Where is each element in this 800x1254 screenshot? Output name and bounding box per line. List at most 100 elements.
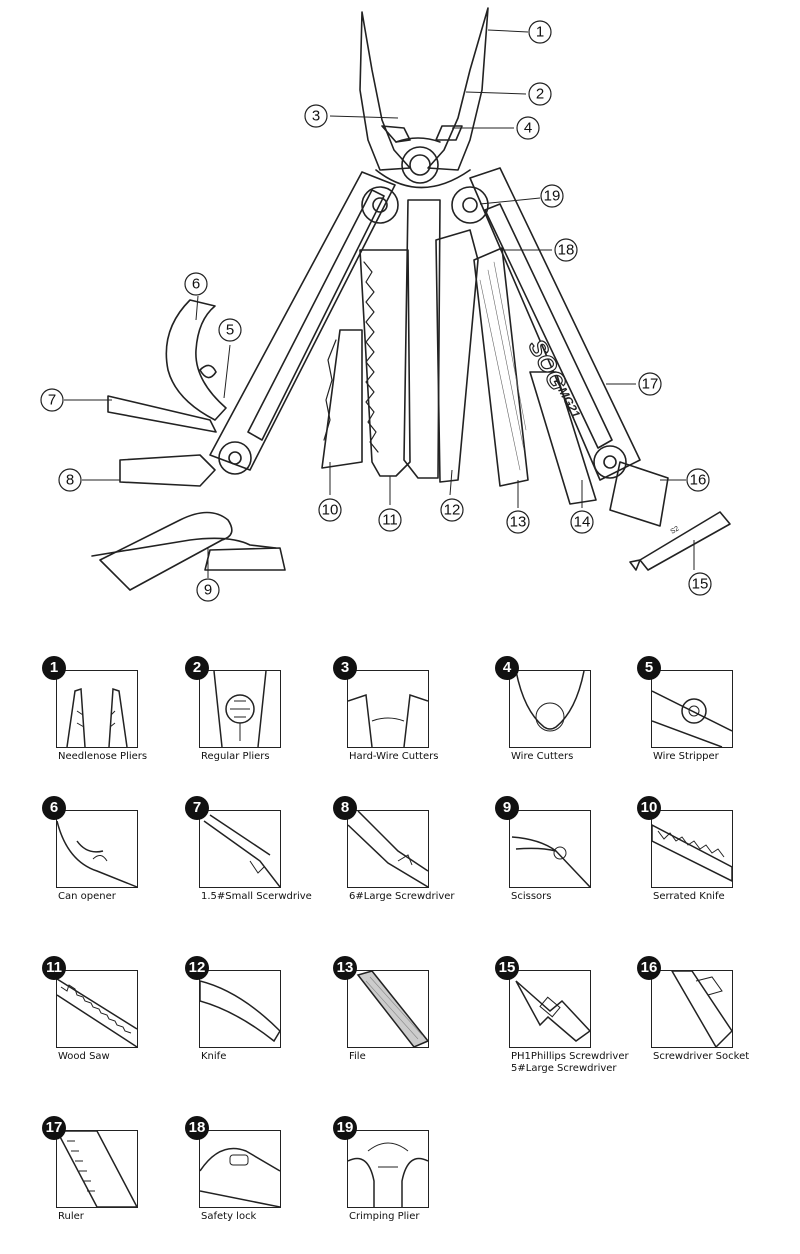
callout-5: 5	[218, 318, 242, 342]
legend-number-badge: 10	[637, 796, 661, 820]
tool-illustration	[511, 836, 590, 887]
small-screwdriver	[107, 395, 217, 433]
callout-number: 1	[536, 24, 544, 41]
callout-number: 13	[510, 514, 527, 531]
callout-circle	[378, 508, 402, 532]
tool-illustration	[57, 820, 137, 887]
left-lower-pivot	[218, 441, 252, 475]
callout-3: 3	[304, 104, 328, 128]
callout-6: 6	[184, 272, 208, 296]
legend-label: Scissors	[511, 891, 552, 902]
legend-thumbnail	[56, 1130, 138, 1208]
callout-11: 11	[378, 508, 402, 532]
right-pivot	[451, 186, 489, 224]
legend-thumbnail	[347, 1130, 429, 1208]
large-screwdriver	[119, 454, 216, 487]
tool-illustration	[200, 1147, 280, 1207]
legend-thumbnail	[56, 970, 138, 1048]
screwdriver-bit	[639, 511, 731, 571]
tool-illustration	[57, 978, 137, 1047]
callout-circle	[196, 578, 220, 602]
legend-thumbnail	[56, 810, 138, 888]
legend-thumbnail	[509, 970, 591, 1048]
legend-thumbnail	[199, 810, 281, 888]
callout-circle	[318, 498, 342, 522]
callout-circle	[570, 510, 594, 534]
callout-number: 18	[558, 242, 575, 259]
tool-illustration	[356, 971, 428, 1047]
legend-thumbnail	[199, 670, 281, 748]
callout-number: 2	[536, 86, 544, 103]
callout-13: 13	[506, 510, 530, 534]
callout-16: 16	[686, 468, 710, 492]
legend-thumbnail	[651, 970, 733, 1048]
callout-number: 8	[66, 472, 74, 489]
callout-circle	[516, 116, 540, 140]
main-knife-blade	[403, 199, 441, 479]
callout-number: 5	[226, 322, 234, 339]
callout-number: 9	[204, 582, 212, 599]
callout-14: 14	[570, 510, 594, 534]
tool-illustration	[57, 1131, 137, 1207]
legend-label: 1.5#Small Scerwdrive	[201, 891, 312, 902]
legend-label: Wire Cutters	[511, 751, 574, 762]
legend-number-badge: 7	[185, 796, 209, 820]
callout-18: 18	[554, 238, 578, 262]
callout-15: 15	[688, 572, 712, 596]
left-pivot	[361, 186, 399, 224]
legend-number-badge: 4	[495, 656, 519, 680]
plier-jaw-left	[359, 11, 411, 171]
tool-illustration	[515, 671, 585, 732]
legend-number-badge: 18	[185, 1116, 209, 1140]
legend-thumbnail	[199, 1130, 281, 1208]
legend-thumbnail	[347, 810, 429, 888]
tool-illustration	[348, 811, 428, 887]
legend-number-badge: 2	[185, 656, 209, 680]
legend-label: PH1Phillips Screwdriver 5#Large Screwdri…	[511, 1051, 629, 1074]
left-handle	[209, 171, 396, 471]
tool-illustration	[203, 814, 280, 887]
tool-illustration	[348, 693, 428, 747]
legend-thumbnail	[199, 970, 281, 1048]
callout-number: 15	[692, 576, 709, 593]
legend-thumbnail	[56, 670, 138, 748]
callout-number: 17	[642, 376, 659, 393]
legend-number-badge: 19	[333, 1116, 357, 1140]
callout-12: 12	[440, 498, 464, 522]
legend-label: Can opener	[58, 891, 116, 902]
model-text: MG21	[555, 385, 583, 421]
callout-circle	[528, 20, 552, 44]
legend-thumbnail	[651, 670, 733, 748]
bit-text: S2	[670, 525, 681, 535]
legend-number-badge: 1	[42, 656, 66, 680]
legend-number-badge: 11	[42, 956, 66, 980]
callout-circle	[540, 184, 564, 208]
callout-number: 12	[444, 502, 461, 519]
legend-label: Ruler	[58, 1211, 84, 1222]
legend-label: Wire Stripper	[653, 751, 719, 762]
legend-number-badge: 9	[495, 796, 519, 820]
callout-circle	[218, 318, 242, 342]
legend-label: 6#Large Screwdriver	[349, 891, 455, 902]
callout-circle	[688, 572, 712, 596]
legend-item-7: 7 1.5#Small Scerwdrive	[185, 788, 335, 908]
callout-circle	[554, 238, 578, 262]
legend-label: Regular Pliers	[201, 751, 270, 762]
callout-circle	[528, 82, 552, 106]
callout-circle	[638, 372, 662, 396]
legend-number-badge: 3	[333, 656, 357, 680]
callout-circle	[506, 510, 530, 534]
